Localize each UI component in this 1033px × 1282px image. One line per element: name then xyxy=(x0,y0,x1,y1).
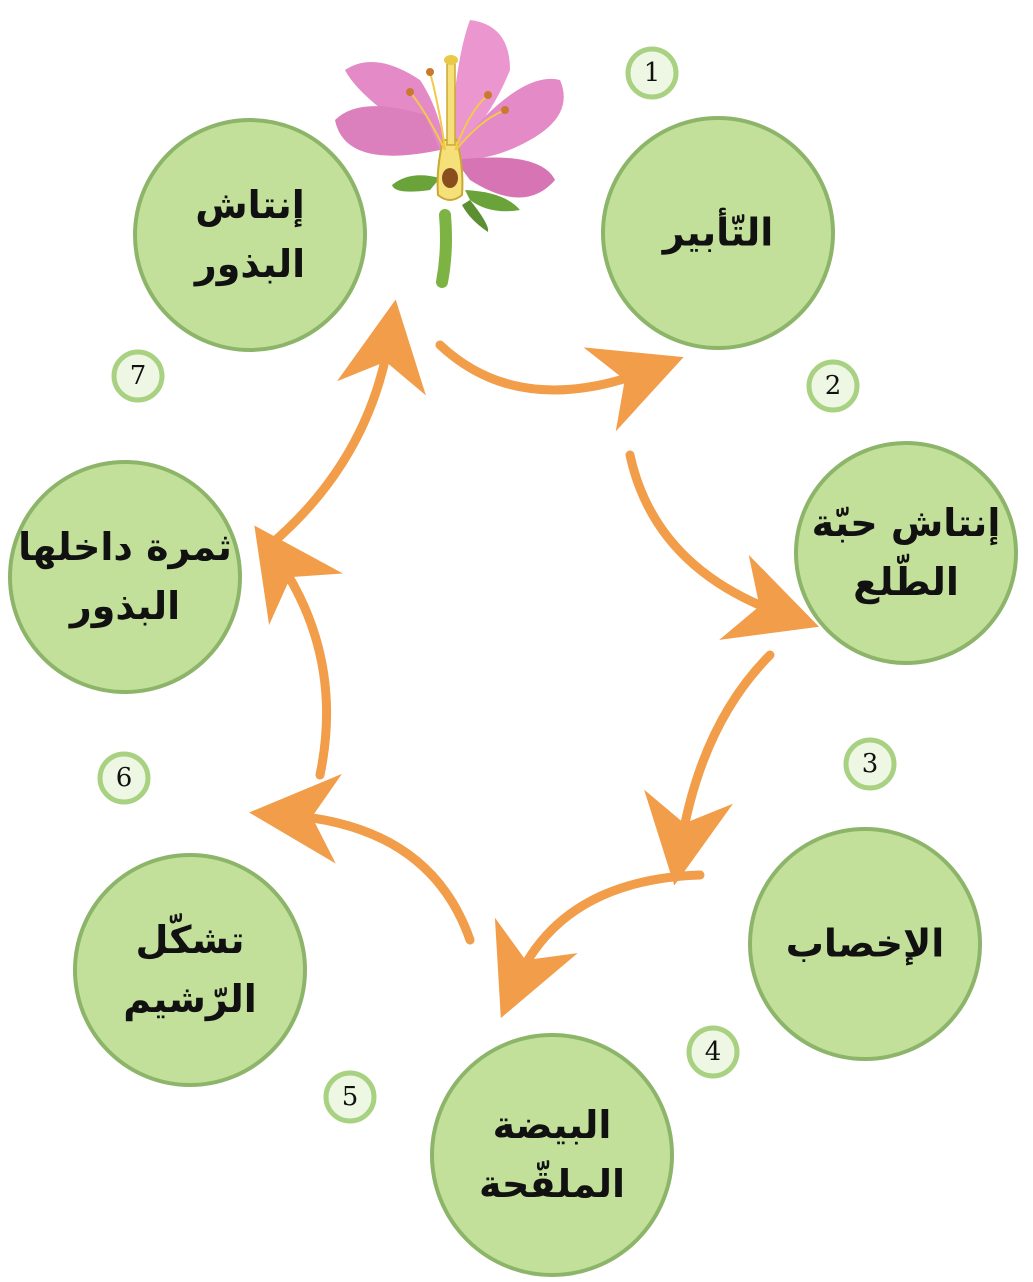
stage-circle-2 xyxy=(794,441,1018,665)
stage-label-5: تشكّل الرّشيم xyxy=(70,911,310,1029)
stage-label-2: إنتاش حبّة الطّلع xyxy=(786,494,1026,612)
number-badge-1 xyxy=(625,46,679,100)
stage-label-6-line2: البذور xyxy=(69,584,181,628)
arrow-4-to-5 xyxy=(494,870,705,1019)
number-label-3: 3 xyxy=(861,749,879,779)
number-label-7: 7 xyxy=(129,361,147,391)
stage-label-3: الإخصاب xyxy=(745,915,985,974)
arrow-2-to-3 xyxy=(625,450,820,640)
stage-label-1: التّأبير xyxy=(598,204,838,263)
number-badge-7 xyxy=(111,349,165,403)
arrow-6-to-7 xyxy=(254,525,343,780)
stage-label-7-line2: البذور xyxy=(194,242,306,286)
stage-label-7-line1: إنتاش xyxy=(195,183,305,228)
number-badge-4 xyxy=(686,1025,740,1079)
stage-circle-7 xyxy=(133,118,367,352)
arrow-1-to-2 xyxy=(435,340,684,432)
stage-label-2-line1: إنتاش حبّة xyxy=(811,501,1001,546)
number-label-4: 4 xyxy=(704,1037,722,1067)
stage-label-6-line1: ثمرة داخلها xyxy=(18,525,232,570)
number-badge-5 xyxy=(323,1070,377,1124)
number-badges xyxy=(97,46,897,1124)
number-label-6: 6 xyxy=(115,763,133,793)
stage-circle-4 xyxy=(430,1033,674,1277)
stage-label-4: البيضة الملقّحة xyxy=(432,1096,672,1214)
number-label-5: 5 xyxy=(341,1082,359,1112)
number-badge-3 xyxy=(843,737,897,791)
stage-circle-6 xyxy=(8,460,242,694)
number-label-1: 1 xyxy=(643,58,661,88)
stage-label-4-line2: الملقّحة xyxy=(478,1162,626,1206)
number-label-2: 2 xyxy=(824,371,842,401)
stage-label-5-line1: تشكّل xyxy=(135,918,245,963)
stage-label-1-line1: التّأبير xyxy=(662,210,774,255)
stage-label-6: ثمرة داخلها البذور xyxy=(5,518,245,636)
stage-label-2-line2: الطّلع xyxy=(853,560,959,604)
stage-label-7: إنتاش البذور xyxy=(130,176,370,294)
stage-circle-3 xyxy=(748,827,982,1061)
cycle-arrows xyxy=(249,299,820,1019)
stage-label-5-line2: الرّشيم xyxy=(123,977,257,1021)
stage-label-4-line1: البيضة xyxy=(492,1103,612,1148)
arrow-7-to-1 xyxy=(265,299,426,550)
stage-circles xyxy=(8,116,1018,1277)
number-badge-2 xyxy=(806,359,860,413)
arrow-3-to-4 xyxy=(644,650,775,886)
stage-circle-5 xyxy=(73,853,307,1087)
stage-circle-1 xyxy=(601,116,835,350)
number-badge-6 xyxy=(97,751,151,805)
arrow-5-to-6 xyxy=(249,773,475,945)
flower-illustration xyxy=(335,20,564,288)
stage-label-3-line1: الإخصاب xyxy=(785,921,945,966)
